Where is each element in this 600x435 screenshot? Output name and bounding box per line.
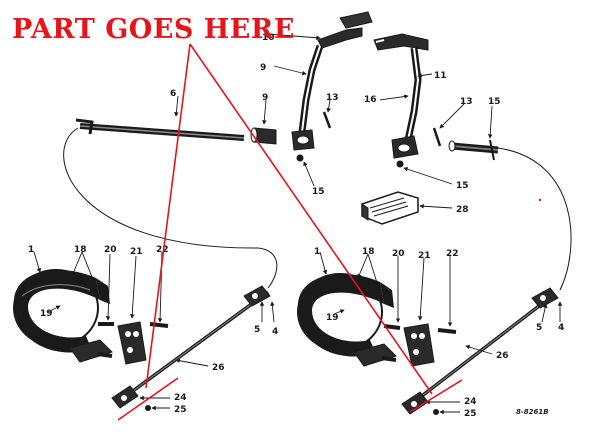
left-brake-pedal <box>291 11 373 151</box>
leader-lines <box>33 33 563 415</box>
left-brake-rod <box>111 285 271 411</box>
label-15a: 15 <box>312 187 325 197</box>
pedal-return-springs <box>322 111 442 147</box>
diagram-code: 8-8261B <box>516 408 549 416</box>
label-18a: 18 <box>74 245 87 255</box>
label-15b: 15 <box>456 181 469 191</box>
connection-lines <box>63 127 572 291</box>
label-25a: 25 <box>174 405 187 415</box>
label-10: 9 <box>260 63 266 73</box>
right-small-pins <box>381 324 457 362</box>
red-dot <box>538 198 542 202</box>
label-13b: 13 <box>460 97 473 107</box>
label-21a: 21 <box>130 247 143 257</box>
label-26a: 26 <box>212 363 225 373</box>
label-24b: 24 <box>464 397 477 407</box>
cross-shaft <box>75 118 245 141</box>
right-pedal-shaft <box>448 139 499 161</box>
shaft-bushing <box>250 127 277 145</box>
label-19b: 19 <box>326 313 339 323</box>
left-brake-band <box>13 269 113 363</box>
right-brake-rod <box>401 287 559 415</box>
label-6: 6 <box>170 89 176 99</box>
label-20b: 20 <box>392 249 405 259</box>
label-19a: 19 <box>40 309 53 319</box>
label-28a: 28 <box>456 205 469 215</box>
label-21b: 21 <box>418 251 431 261</box>
left-brake-lever <box>117 321 147 365</box>
left-small-pins <box>97 322 169 358</box>
label-9: 9 <box>262 93 268 103</box>
label-22b: 22 <box>446 249 459 259</box>
label-11: 10 <box>262 33 275 43</box>
label-18b: 18 <box>362 247 375 257</box>
label-24a: 24 <box>174 393 187 403</box>
label-16: 16 <box>364 95 377 105</box>
label-22a: 22 <box>156 245 169 255</box>
label-20a: 20 <box>104 245 117 255</box>
pedal-latch <box>361 191 419 225</box>
callout-pointer-lines <box>117 43 463 421</box>
label-12: 11 <box>434 71 447 81</box>
label-4a: 4 <box>272 327 278 337</box>
right-brake-lever <box>403 323 435 367</box>
label-25b: 25 <box>464 409 477 419</box>
label-26b: 26 <box>496 351 509 361</box>
label-14: 15 <box>488 97 501 107</box>
pedal-washers <box>296 154 404 168</box>
label-1b: 1 <box>314 247 320 257</box>
label-5a: 5 <box>254 325 260 335</box>
label-1a: 1 <box>28 245 34 255</box>
label-4b: 4 <box>558 323 564 333</box>
label-5b: 5 <box>536 323 542 333</box>
right-brake-pedal <box>373 33 429 159</box>
part-goes-here-callout: PART GOES HERE <box>12 14 295 45</box>
label-13a: 13 <box>326 93 339 103</box>
part-number-labels: 10 9 11 6 9 13 16 13 15 15 15 28 1 18 20… <box>28 33 564 419</box>
